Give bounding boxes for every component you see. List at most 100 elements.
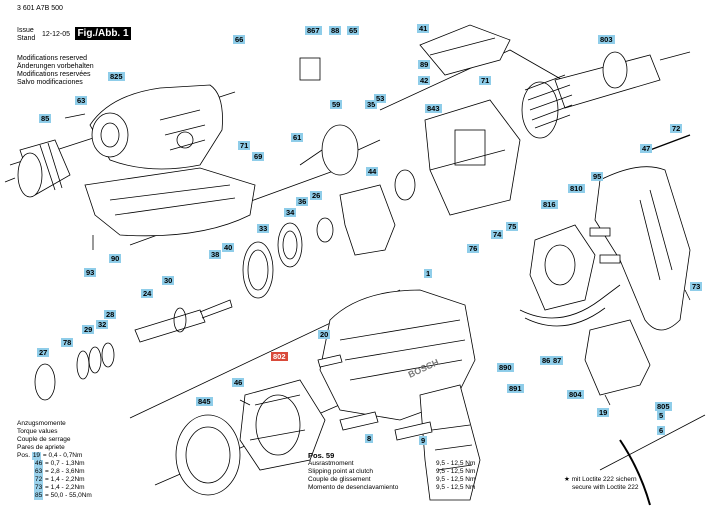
part-label-30: 30 (162, 276, 175, 285)
gear-34 (277, 222, 303, 268)
part-label-5: 5 (657, 411, 666, 420)
screw-63 (64, 113, 86, 119)
part-label-825: 825 (108, 72, 125, 81)
motor-housing-1 (319, 289, 476, 421)
part-label-40: 40 (222, 243, 235, 252)
part-label-61: 61 (291, 133, 304, 142)
bearing-36 (316, 217, 334, 243)
part-label-76: 76 (467, 244, 480, 253)
screw-46 (239, 399, 251, 406)
pos59-line: Couple de glissement 9,5 - 12,5 Nm (308, 476, 475, 484)
part-label-29: 29 (82, 325, 95, 334)
part-label-65: 65 (347, 26, 360, 35)
gear-33 (242, 241, 274, 299)
part-label-89: 89 (418, 60, 431, 69)
fan-housing-845 (175, 414, 241, 496)
part-label-90: 90 (109, 254, 122, 263)
part-label-71b: 71 (238, 141, 251, 150)
part-label-59: 59 (330, 100, 343, 109)
part-label-9: 9 (419, 436, 428, 445)
stand-label: Stand (17, 35, 36, 42)
part-label-810: 810 (568, 184, 585, 193)
torque-pos: 73 (34, 484, 44, 492)
handle-47 (594, 166, 691, 331)
part-label-63: 63 (75, 96, 88, 105)
ring-32 (88, 346, 102, 374)
pos-label: Pos. (17, 452, 32, 459)
part-label-53: 53 (374, 94, 387, 103)
part-label-75: 75 (506, 222, 519, 231)
modification-line: Änderungen vorbehalten (17, 63, 94, 70)
loctite-line-1: ★ mit Loctite 222 sichern (564, 476, 637, 483)
part-label-93: 93 (84, 268, 97, 277)
torque-value: = 1,4 - 2,2Nm (43, 484, 85, 491)
brush-95b (599, 254, 621, 264)
part-label-42: 42 (418, 76, 431, 85)
part-label-802: 802 (271, 352, 288, 361)
torque-row: 46 = 0,7 - 1,3Nm (17, 460, 92, 468)
part-label-845: 845 (196, 397, 213, 406)
torque-header: Torque values (17, 428, 58, 435)
pos59-text: Couple de glissement (308, 476, 371, 483)
torque-pos: 46 (34, 460, 44, 468)
loctite-line-2: secure with Loctite 222 (572, 484, 639, 491)
doc-number: 3 601 A7B 500 (17, 5, 63, 12)
pos59-text: Momento de desenclavamiento (308, 484, 399, 491)
torque-row: Pos. 19 = 0,4 - 0,7Nm (17, 452, 92, 460)
torque-row: 73 = 1,4 - 2,2Nm (17, 484, 92, 492)
ring-29 (101, 342, 115, 368)
part-label-867: 867 (305, 26, 322, 35)
torque-pos: 85 (34, 492, 44, 500)
torque-header: Couple de serrage (17, 436, 71, 443)
torque-row: 72 = 1,4 - 2,2Nm (17, 476, 92, 484)
brush-95a (589, 227, 611, 237)
plate-8 (339, 411, 379, 431)
torque-value: = 2,8 - 3,6Nm (43, 468, 85, 475)
modifications-notice: Modifications reserved Änderungen vorbeh… (17, 55, 94, 87)
pos59-value: 9,5 - 12,5 Nm (436, 476, 476, 483)
torque-pos: 72 (34, 476, 44, 484)
part-label-71: 71 (479, 76, 492, 85)
part-label-27: 27 (37, 348, 50, 357)
torque-value: = 0,7 - 1,3Nm (43, 460, 85, 467)
part-label-1: 1 (424, 269, 433, 278)
modification-line: Modifications reserved (17, 55, 88, 62)
screw-72 (649, 134, 691, 151)
torque-row: 85 = 50,0 - 55,0Nm (17, 492, 92, 500)
part-label-87: 87 (551, 356, 564, 365)
armature-803 (521, 51, 691, 139)
part-label-803: 803 (598, 35, 615, 44)
part-label-805: 805 (655, 402, 672, 411)
modification-line: Modifications reservées (17, 71, 91, 78)
pos59-title: Pos. 59 (308, 451, 335, 460)
screw-73 (684, 289, 691, 301)
cap-867 (299, 57, 321, 81)
pos59-text: Slipping point at clutch (308, 468, 374, 475)
torque-pos: 63 (34, 468, 44, 476)
bracket-44 (339, 184, 396, 256)
part-label-74: 74 (491, 230, 504, 239)
part-label-78: 78 (61, 338, 74, 347)
chuck-85 (4, 139, 71, 198)
part-label-85: 85 (39, 114, 52, 123)
part-label-46: 46 (232, 378, 245, 387)
part-label-41: 41 (417, 24, 430, 33)
loctite-note: ★ mit Loctite 222 sichern secure with Lo… (564, 476, 638, 492)
part-label-804: 804 (567, 390, 584, 399)
part-label-24: 24 (141, 289, 154, 298)
part-label-86: 86 (540, 356, 553, 365)
top-cover-41 (419, 24, 511, 76)
issue-label: Issue (17, 27, 34, 34)
part-label-26: 26 (310, 191, 323, 200)
part-label-66: 66 (233, 35, 246, 44)
part-label-36: 36 (296, 197, 309, 206)
part-label-38: 38 (209, 250, 222, 259)
part-label-891: 891 (507, 384, 524, 393)
gear-housing-843 (424, 99, 521, 216)
spindle-24 (134, 299, 233, 343)
